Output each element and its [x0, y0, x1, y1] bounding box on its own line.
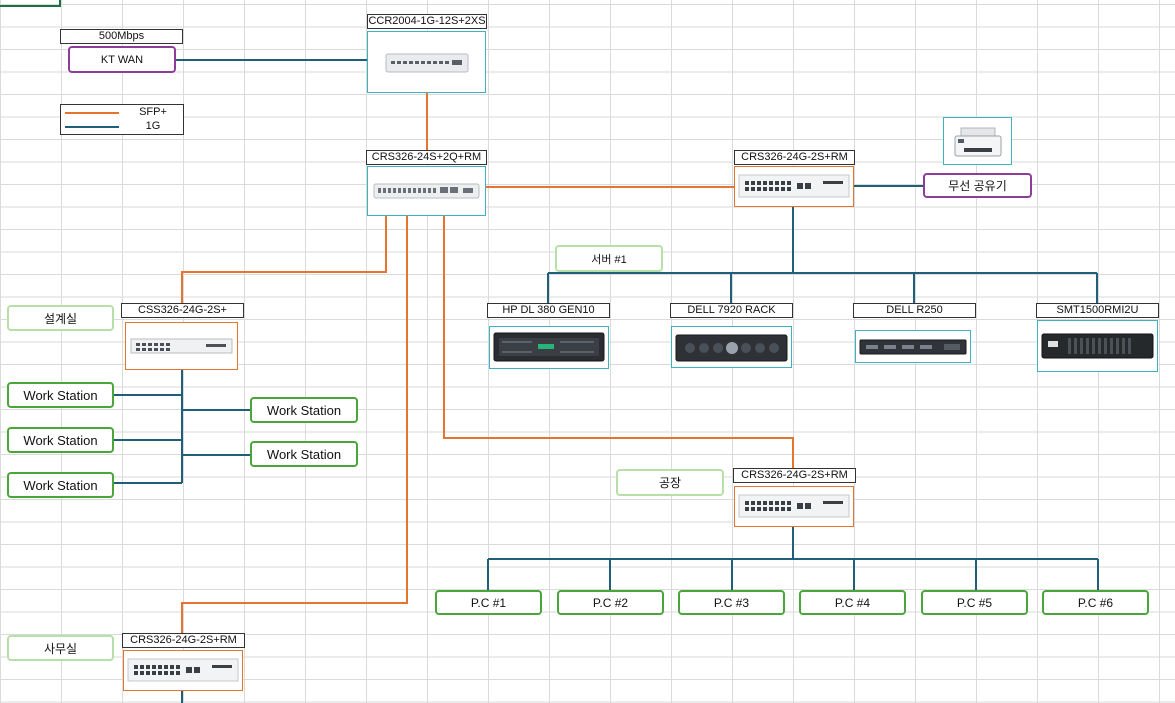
server-group-label: 서버 #1: [555, 245, 663, 272]
design-switch-image[interactable]: [125, 322, 238, 370]
workstation-4[interactable]: Work Station: [250, 397, 358, 423]
core-switch-label: CRS326-24S+2Q+RM: [366, 150, 487, 165]
server-1-label: HP DL 380 GEN10: [487, 303, 610, 318]
legend: SFP+ 1G: [60, 104, 184, 135]
core-switch-image[interactable]: [367, 166, 486, 216]
server-3-image[interactable]: [855, 330, 971, 363]
server-3-label: DELL R250: [853, 303, 976, 318]
wireless-router-node[interactable]: 무선 공유기: [923, 173, 1032, 198]
server-2-label: DELL 7920 RACK: [670, 303, 793, 318]
design-switch-label: CSS326-24G-2S+: [121, 303, 244, 318]
legend-1g-line: [65, 126, 119, 128]
selected-cell[interactable]: [0, 0, 61, 7]
office-switch-image[interactable]: [123, 650, 243, 691]
switch-icon: [127, 658, 239, 682]
pc-2[interactable]: P.C #2: [557, 590, 664, 615]
factory-switch-label: CRS326-24G-2S+RM: [733, 468, 856, 483]
office-room-label: 사무실: [7, 635, 114, 661]
legend-1g: 1G: [61, 119, 183, 133]
switch-icon: [738, 174, 850, 198]
workstation-5[interactable]: Work Station: [250, 441, 358, 467]
pc-1[interactable]: P.C #1: [435, 590, 542, 615]
switch-icon: [130, 338, 233, 354]
server-2-image[interactable]: [671, 326, 792, 368]
legend-sfp-label: SFP+: [139, 106, 167, 118]
pc-6[interactable]: P.C #6: [1042, 590, 1149, 615]
switch-icon: [738, 494, 850, 518]
server-icon: [859, 339, 967, 355]
server-1-image[interactable]: [489, 326, 609, 369]
legend-sfp: SFP+: [61, 105, 183, 119]
ccr-label: CCR2004-1G-12S+2XS: [367, 14, 487, 29]
factory-room-label: 공장: [616, 469, 724, 496]
wan-speed-label: 500Mbps: [60, 29, 183, 44]
workstation-3[interactable]: Work Station: [7, 472, 114, 498]
pc-5[interactable]: P.C #5: [921, 590, 1028, 615]
ups-icon: [1041, 333, 1154, 359]
factory-switch-image[interactable]: [734, 486, 854, 527]
printer-image[interactable]: [943, 117, 1012, 165]
sfp-core-design: [181, 216, 387, 303]
workstation-1[interactable]: Work Station: [7, 382, 114, 408]
router-icon: [385, 53, 469, 73]
design-room-label: 설계실: [7, 305, 114, 331]
server-switch-label: CRS326-24G-2S+RM: [734, 150, 855, 165]
workstation-2[interactable]: Work Station: [7, 427, 114, 453]
server-icon: [675, 334, 788, 362]
server-switch-image[interactable]: [734, 166, 854, 207]
sfp-core-factory: [443, 216, 794, 468]
legend-1g-label: 1G: [145, 120, 161, 132]
kt-wan-node[interactable]: KT WAN: [68, 46, 176, 73]
ccr-router-image[interactable]: [367, 31, 486, 93]
office-switch-label: CRS326-24G-2S+RM: [122, 633, 245, 648]
pc-3[interactable]: P.C #3: [678, 590, 785, 615]
ups-image[interactable]: [1037, 320, 1158, 372]
switch-icon: [373, 183, 480, 199]
legend-sfp-line: [65, 112, 119, 114]
pc-4[interactable]: P.C #4: [799, 590, 906, 615]
sfp-core-office: [181, 216, 408, 633]
printer-icon: [954, 127, 1002, 157]
server-icon: [493, 332, 605, 362]
server-4-label: SMT1500RMI2U: [1036, 303, 1159, 318]
